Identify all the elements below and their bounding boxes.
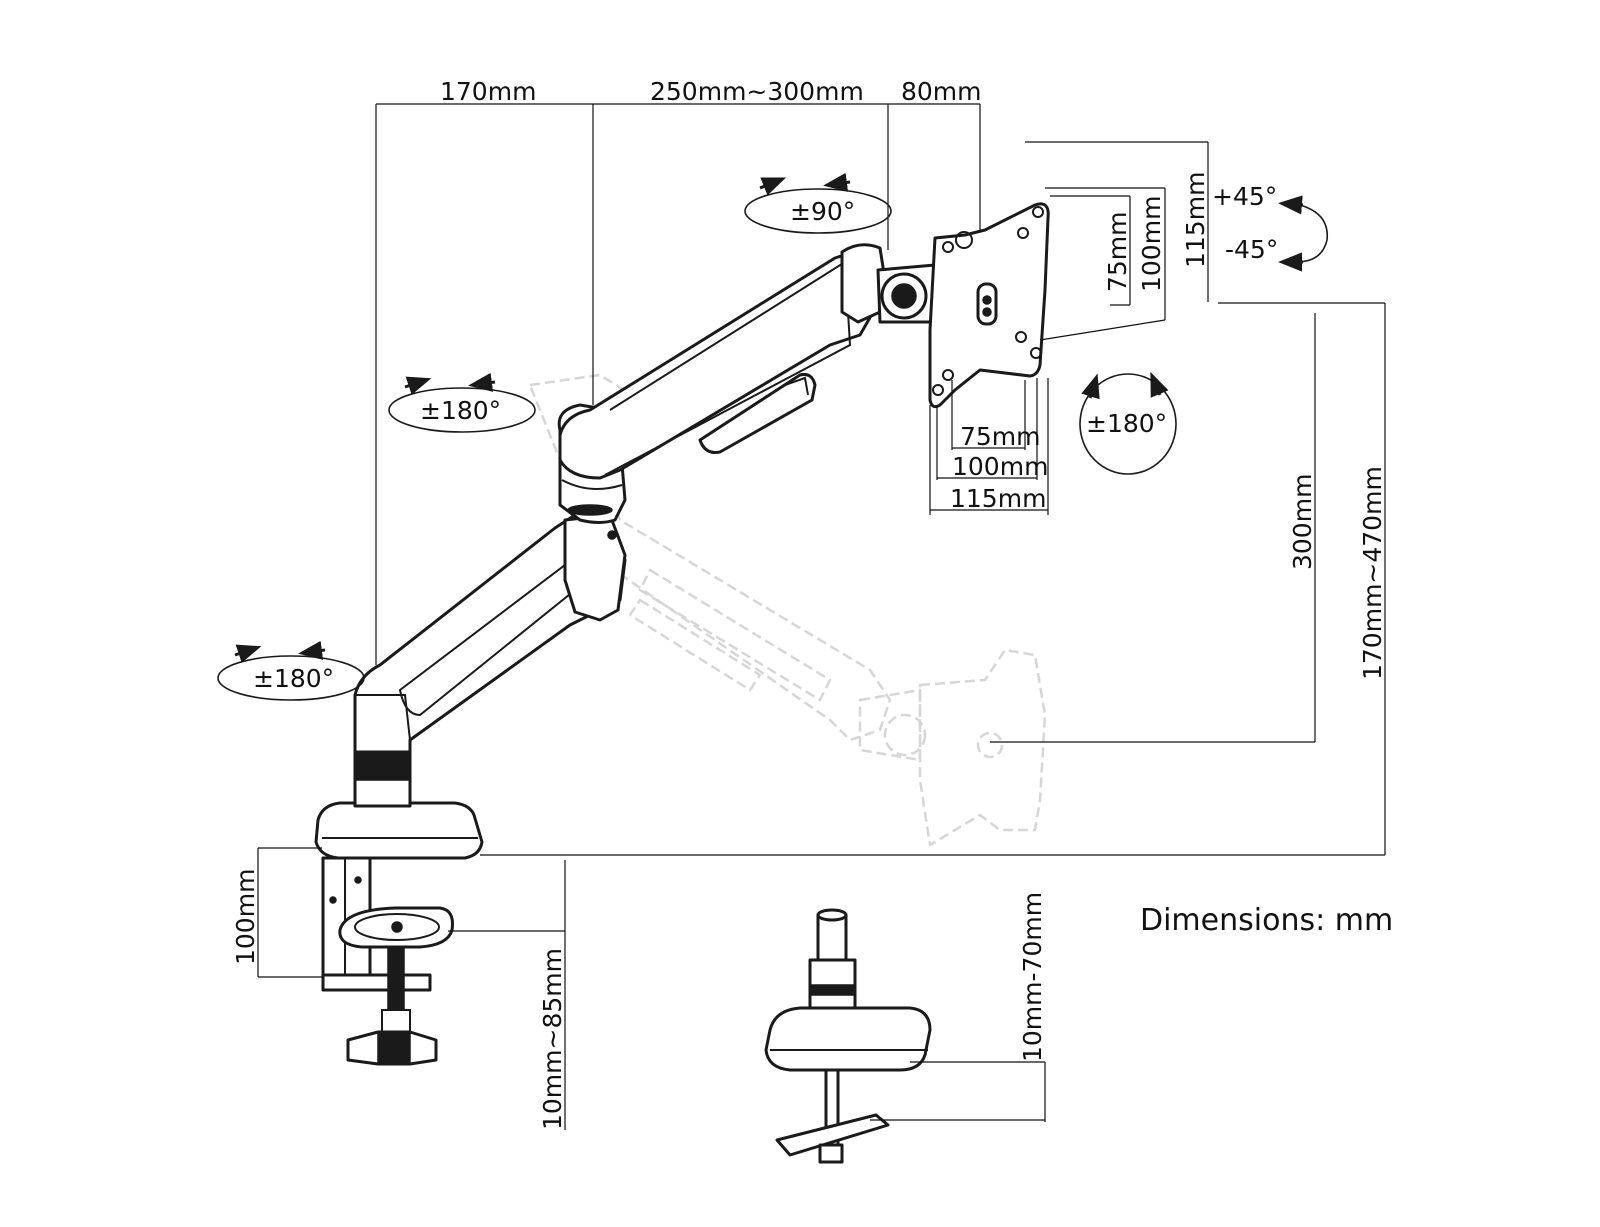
grommet-mount xyxy=(764,908,932,1164)
label-grommet-desk-thickness: 10mm-70mm xyxy=(1018,892,1047,1062)
label-top-segment-1: 170mm xyxy=(440,77,536,106)
label-vesa-w1: 75mm xyxy=(960,422,1041,451)
rotation-plate xyxy=(1079,371,1177,475)
label-clamp-height: 100mm xyxy=(231,869,260,965)
label-vesa-h2: 100mm xyxy=(1137,196,1166,292)
rotation-elbow xyxy=(388,372,536,433)
rotation-tilt xyxy=(1278,195,1328,272)
label-vesa-h1: 75mm xyxy=(1103,211,1132,292)
dimension-labels: 170mm 250mm~300mm 80mm 75mm 100mm 115mm … xyxy=(231,77,1387,1130)
dimension-lines xyxy=(257,103,1386,1130)
label-vesa-w2: 100mm xyxy=(952,452,1048,481)
label-tilt-up: +45° xyxy=(1212,182,1277,211)
label-vesa-h3: 115mm xyxy=(1181,172,1210,268)
desk-clamp xyxy=(314,750,484,1066)
vesa-plate xyxy=(928,202,1050,409)
rotation-base xyxy=(217,640,365,701)
lower-arm xyxy=(353,513,627,754)
label-rotate-elbow: ±180° xyxy=(420,396,501,425)
label-clamp-desk-thickness: 10mm~85mm xyxy=(538,948,567,1130)
units-note: Dimensions: mm xyxy=(1140,903,1393,938)
label-rotate-base: ±180° xyxy=(253,664,334,693)
label-vesa-w3: 115mm xyxy=(950,484,1046,513)
rotation-labels: +45° -45° ±90° ±180° ±180° ±180° xyxy=(253,182,1278,693)
upper-arm xyxy=(558,248,882,480)
label-height-range: 170mm~470mm xyxy=(1358,466,1387,680)
label-tilt-down: -45° xyxy=(1225,235,1278,264)
label-height-travel: 300mm xyxy=(1288,474,1317,570)
label-rotate-plate: ±180° xyxy=(1086,409,1167,438)
rotation-swivel-head xyxy=(744,172,892,234)
label-top-segment-3: 80mm xyxy=(901,77,982,106)
head-joint xyxy=(840,243,942,324)
label-top-segment-2: 250mm~300mm xyxy=(650,77,864,106)
label-swivel-head: ±90° xyxy=(790,197,855,226)
